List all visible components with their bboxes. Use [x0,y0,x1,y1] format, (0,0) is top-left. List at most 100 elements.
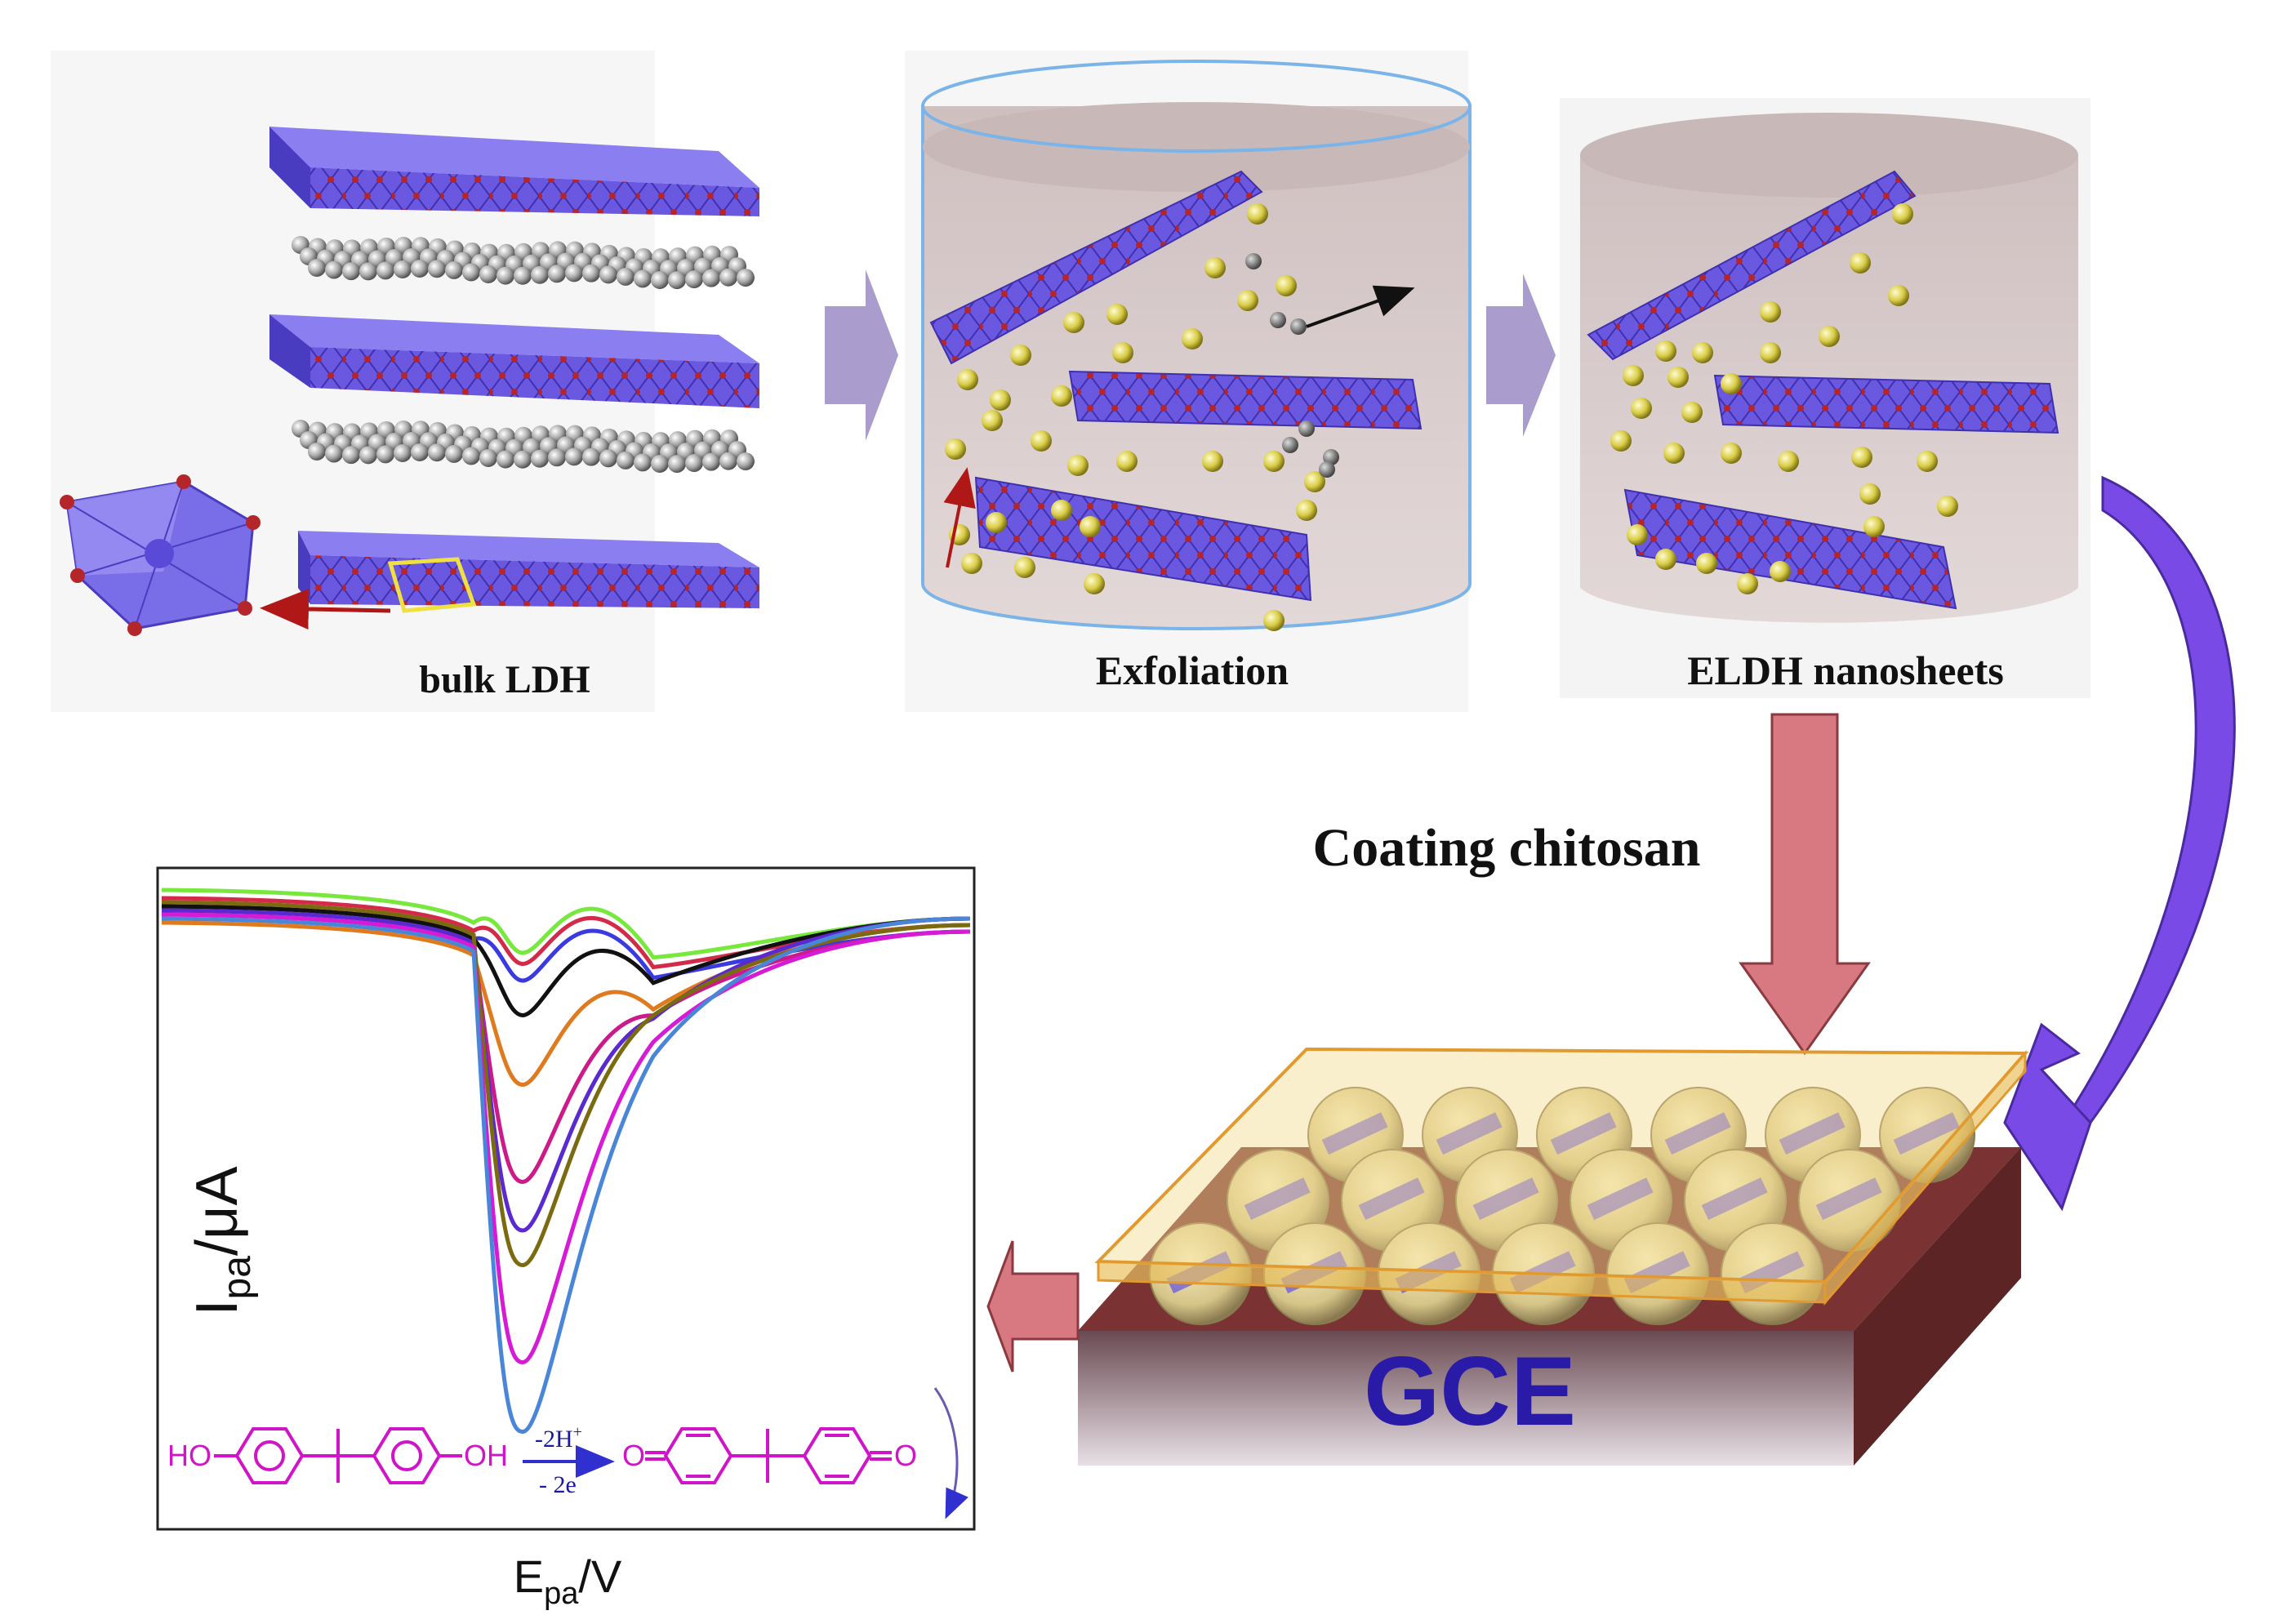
gold-anion-ball [1663,443,1685,464]
gold-balls-exfoliation [945,203,1325,631]
chitosan-film-side [1823,1050,2027,1306]
beaker-rim [921,60,1472,153]
gray-anion-ball [565,264,583,283]
gce-label: GCE [1364,1337,1576,1446]
gray-anion-ball [651,454,669,473]
liquid-surface [923,102,1470,192]
gray-anion-ball [428,443,446,462]
swelling-arrow [943,467,976,568]
gold-anion-ball [1031,430,1052,452]
x-axis-label: Epa/V [514,1551,622,1611]
gray-anion-ball [462,447,480,465]
gold-anion-ball [1760,301,1781,323]
gray-anion-ball [702,452,720,471]
gold-anion-ball [1106,304,1128,325]
voltammogram-plot: Ipa/μA Epa/V HO OH -2H+ - 2e O [156,866,976,1611]
gray-anion-ball [548,448,566,467]
gray-anion-ball [342,262,360,281]
gold-anion-ball [1850,252,1871,274]
dark-anion-ball [1245,253,1262,269]
coating-arrow [1739,713,1871,1056]
gray-anion-ball [599,449,617,468]
gold-anion-ball [1627,524,1648,545]
bead-nanosheet [1779,1112,1846,1155]
gold-anion-ball [1667,367,1689,388]
gray-anion-ball [668,271,686,290]
bead-nanosheet [1244,1177,1311,1221]
gold-anion-ball [1859,483,1881,505]
bead-nanosheet [1815,1177,1882,1221]
gce-front-face [1078,1331,1854,1466]
gold-anion-ball [1721,443,1742,464]
bead-nanosheet [1321,1112,1388,1155]
gold-anion-ball [1737,573,1758,594]
gray-anion-ball [394,260,412,278]
gray-anion-ball [617,451,634,469]
reaction-top-text: -2H+ [535,1423,582,1453]
gold-anion-ball [1778,451,1799,472]
result-arrow [986,1240,1080,1373]
gold-anion-ball [957,369,978,390]
bead-nanosheet [1664,1112,1731,1155]
gold-anion-ball [986,512,1007,533]
gray-anion-ball [514,450,532,469]
gold-anion-ball [1760,342,1781,363]
gray-anion-ball [342,446,360,465]
gold-anion-ball [1623,365,1644,386]
bulk-ldh-label: bulk LDH [419,658,590,701]
gray-anion-ball [411,443,429,461]
gold-anion-ball [1080,516,1101,537]
sheet-b [1068,370,1423,430]
highlighted-octahedron [387,557,477,613]
gold-anion-ball [1863,516,1885,537]
dark-anion-ball [1282,437,1298,453]
gold-anion-ball [1014,557,1035,578]
gray-anion-ball [582,447,600,466]
ldh-layer-2 [269,314,759,408]
gray-anion-ball [462,263,480,282]
gold-anion-ball [1247,203,1268,225]
gray-anion-ball [548,265,566,283]
gray-anion-ball [685,454,703,473]
gold-anion-ball [1888,285,1909,306]
gold-anion-ball [1202,451,1223,472]
gray-anion-ball [479,265,497,283]
quinone-o-right: O [894,1439,917,1472]
gold-anion-ball [1296,500,1317,521]
gold-anion-ball [1182,328,1203,349]
gray-anion-ball [325,260,343,279]
gray-anion-ball [308,443,326,461]
bead-nanosheet [1472,1177,1539,1221]
eldh-surface [1580,113,2078,198]
bead-nanosheet [1893,1112,1960,1155]
gray-anion-ball [702,269,720,287]
scan-arrow [933,1387,968,1519]
gold-anion-ball [1721,373,1742,394]
gold-anion-ball [1204,257,1226,278]
eldh-sheet-b [1713,374,2059,434]
gray-anion-ball [737,452,755,471]
gray-anion-ball [651,270,669,289]
anion-release-arrow [1306,285,1415,328]
gold-anion-ball [1237,290,1258,311]
gold-anion-ball [961,553,982,574]
gold-anion-ball [1692,342,1713,363]
gold-anion-ball [1304,471,1325,492]
bead-nanosheet [1550,1112,1617,1155]
gold-anion-ball [1051,500,1072,521]
exfoliation-panel: Exfoliation [905,51,1472,712]
gold-anion-ball [1655,549,1676,570]
gray-anion-ball [394,443,412,462]
gray-anion-ball [308,259,326,277]
zoom-arrow [260,589,391,630]
gray-anion-ball [634,269,652,288]
curves [161,888,971,1435]
reaction-bottom-text: - 2e [539,1471,577,1498]
gray-anion-ball [359,262,377,281]
bpa-oxidation-reaction: HO OH -2H+ - 2e O O [167,1387,968,1519]
gold-anion-ball [1610,430,1632,452]
gold-anion-ball [1851,447,1872,468]
quinone-ring-right [802,1427,872,1484]
eldh-sheet-a [1587,170,1917,361]
